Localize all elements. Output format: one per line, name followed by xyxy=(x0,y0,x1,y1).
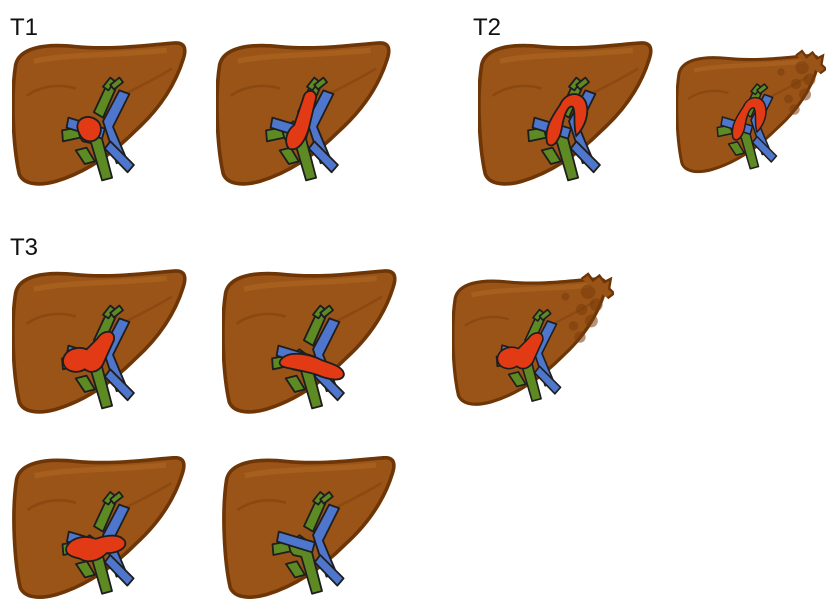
panel-t3-b xyxy=(223,271,395,412)
panel-t3-e xyxy=(224,458,394,597)
panel-t2-a xyxy=(479,43,651,184)
panel-t3-c xyxy=(453,274,614,404)
panel-t3-d xyxy=(14,458,184,597)
panel-t1-b xyxy=(217,43,389,184)
panel-t2-b xyxy=(677,51,826,172)
panel-t1-a xyxy=(13,43,185,184)
panel-t3-a xyxy=(13,271,185,412)
